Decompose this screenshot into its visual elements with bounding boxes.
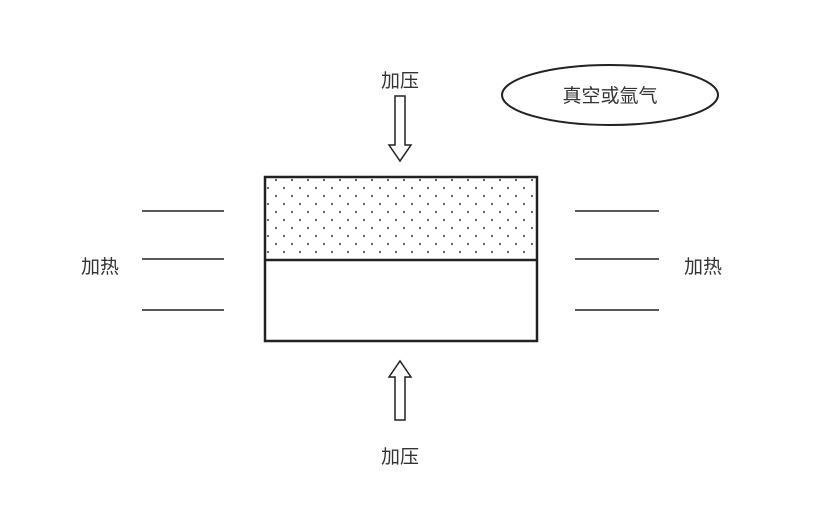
atmosphere-label: 真空或氩气: [562, 85, 657, 107]
atmosphere-ellipse: 真空或氩气: [501, 64, 719, 126]
heat-lines-left: [142, 210, 224, 311]
heat-left-label: 加热: [81, 256, 119, 278]
powder-layer: [265, 177, 537, 260]
heat-right-label: 加热: [684, 256, 722, 278]
pressure-bottom-label: 加压: [381, 446, 419, 468]
down-arrow-icon: [387, 95, 413, 163]
pressure-top-label: 加压: [381, 70, 419, 92]
heat-lines-right: [575, 210, 659, 311]
up-arrow-icon: [387, 359, 413, 421]
